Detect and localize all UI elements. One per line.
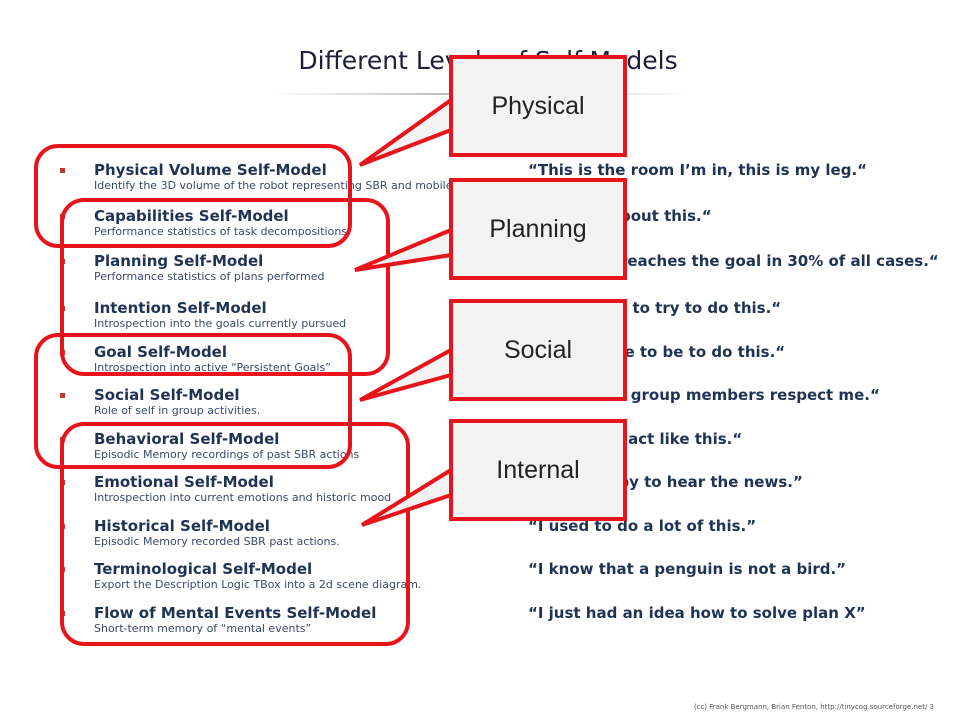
item-name: Physical Volume Self-Model (94, 161, 327, 179)
bullet-icon (60, 393, 65, 398)
bullet-icon (60, 611, 65, 616)
callout-pointer-planning (354, 227, 453, 272)
item-name: Planning Self-Model (94, 252, 264, 270)
item-description: Introspection into active “Persistent Go… (94, 361, 331, 374)
item-description: Role of self in group activities. (94, 404, 261, 417)
item-description: Episodic Memory recorded SBR past action… (94, 535, 340, 548)
bullet-icon (60, 480, 65, 485)
item-description: Export the Description Logic TBox into a… (94, 578, 422, 591)
quote-text: “I know that a penguin is not a bird.” (528, 560, 847, 578)
callout-social: Social (449, 299, 627, 401)
item-name: Flow of Mental Events Self-Model (94, 604, 377, 622)
callout-label: Social (503, 335, 573, 364)
bullet-icon (60, 350, 65, 355)
callout-pointer-physical (358, 96, 453, 167)
callout-pointer-social (359, 346, 453, 402)
bullet-icon (60, 168, 65, 173)
bullet-icon (60, 214, 65, 219)
item-description: Introspection into current emotions and … (94, 491, 392, 504)
callout-label: Internal (496, 455, 580, 484)
item-name: Goal Self-Model (94, 343, 227, 361)
item-name: Social Self-Model (94, 386, 240, 404)
item-name: Capabilities Self-Model (94, 207, 289, 225)
quote-text: “This is the room I’m in, this is my leg… (528, 161, 868, 179)
callout-internal: Internal (449, 419, 627, 521)
item-name: Terminological Self-Model (94, 560, 313, 578)
item-name: Emotional Self-Model (94, 473, 274, 491)
bullet-icon (60, 437, 65, 442)
item-name: Historical Self-Model (94, 517, 270, 535)
callout-label: Planning (489, 214, 587, 243)
callout-label: Physical (491, 91, 585, 120)
quote-text: “I used to do a lot of this.” (528, 517, 757, 535)
item-description: Identify the 3D volume of the robot repr… (94, 179, 485, 192)
callout-physical: Physical (449, 55, 627, 157)
bullet-icon (60, 567, 65, 572)
item-description: Performance statistics of plans performe… (94, 270, 325, 283)
item-name: Intention Self-Model (94, 299, 267, 317)
bullet-icon (60, 524, 65, 529)
item-description: Episodic Memory recordings of past SBR a… (94, 448, 360, 461)
footer-credit: (cc) Frank Bergmann, Brian Fenton, http:… (693, 703, 934, 711)
item-description: Introspection into the goals currently p… (94, 317, 347, 330)
callout-planning: Planning (449, 178, 627, 280)
quote-text: “I just had an idea how to solve plan X” (528, 604, 866, 622)
item-name: Behavioral Self-Model (94, 430, 280, 448)
bullet-icon (60, 259, 65, 264)
item-description: Performance statistics of task decomposi… (94, 225, 348, 238)
quote-text: “This plan reaches the goal in 30% of al… (528, 252, 939, 270)
item-description: Short-term memory of “mental events” (94, 622, 312, 635)
bullet-icon (60, 306, 65, 311)
